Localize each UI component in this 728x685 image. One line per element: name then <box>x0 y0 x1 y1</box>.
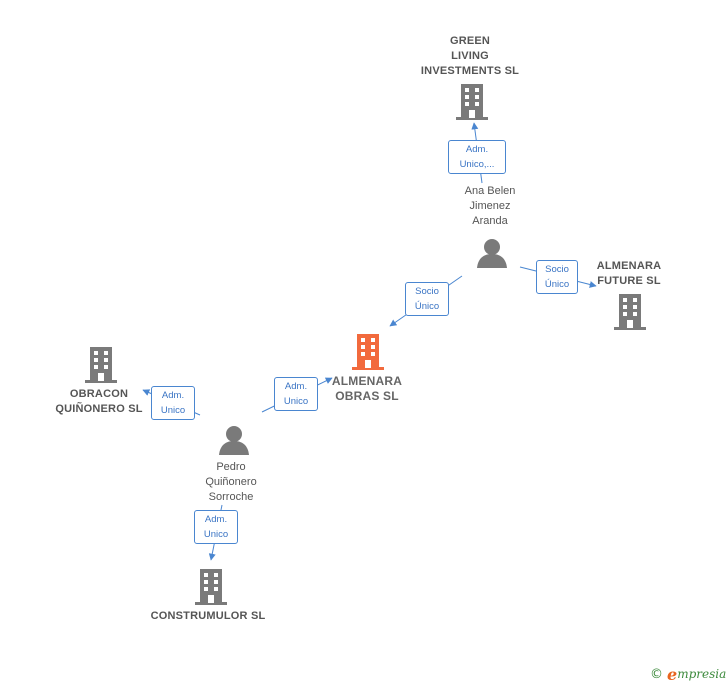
brand-logo-initial: e <box>667 664 678 684</box>
edge-label-pedro-to-obracon[interactable]: Adm. Unico <box>151 386 195 420</box>
person-icon[interactable] <box>218 425 250 455</box>
person-icon[interactable] <box>476 238 508 268</box>
footer-brand: © e mpresia <box>650 664 726 684</box>
node-label-almenara-future[interactable]: ALMENARA FUTURE SL <box>596 260 662 287</box>
building-icon[interactable] <box>195 569 227 605</box>
edge-label-ana-to-green[interactable]: Adm. Unico,... <box>448 140 506 174</box>
edge-label-pedro-to-obras[interactable]: Adm. Unico <box>274 377 318 411</box>
copyright-symbol: © <box>650 666 663 682</box>
node-label-obracon[interactable]: OBRACON QUIÑONERO SL <box>55 388 143 415</box>
node-label-green-living[interactable]: GREEN LIVING INVESTMENTS SL <box>420 35 520 77</box>
node-label-almenara-obras[interactable]: ALMENARA OBRAS SL <box>331 374 403 403</box>
node-label-ana-belen[interactable]: Ana Belen Jimenez Aranda <box>464 185 516 227</box>
building-icon[interactable] <box>85 347 117 383</box>
node-label-construmulor[interactable]: CONSTRUMULOR SL <box>150 610 266 622</box>
building-icon[interactable] <box>456 84 488 120</box>
edge-label-pedro-to-construmulor[interactable]: Adm. Unico <box>194 510 238 544</box>
building-icon[interactable] <box>614 294 646 330</box>
node-label-pedro[interactable]: Pedro Quiñonero Sorroche <box>205 461 257 503</box>
edge-label-ana-to-future[interactable]: Socio Único <box>536 260 578 294</box>
brand-logo-text: mpresia <box>677 667 727 681</box>
building-icon-focus[interactable] <box>352 334 384 370</box>
edge-label-ana-to-obras[interactable]: Socio Único <box>405 282 449 316</box>
